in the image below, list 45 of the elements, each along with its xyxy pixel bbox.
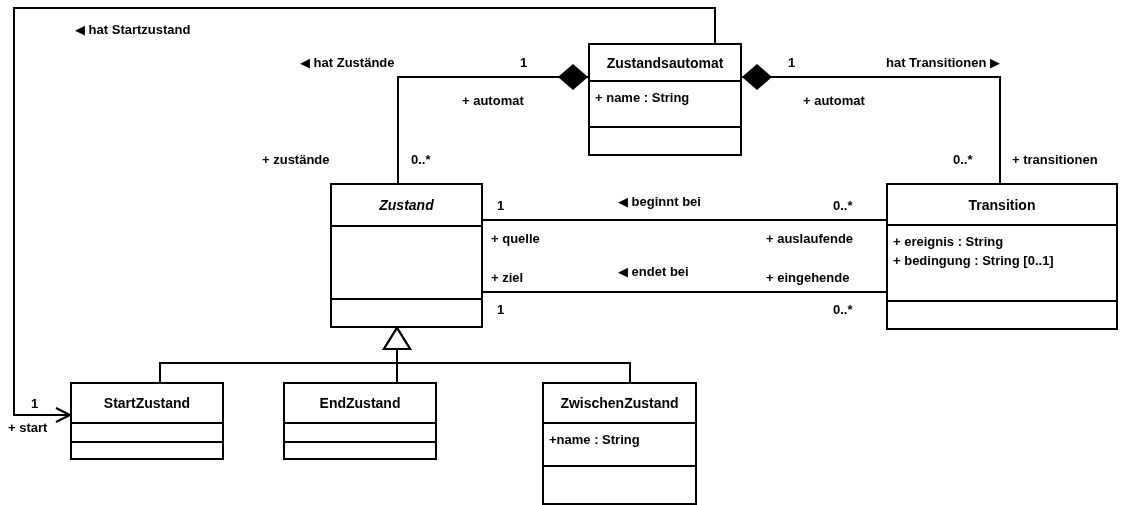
class-name: Zustand [379,197,434,213]
arrow [383,327,631,383]
composition-line [741,64,1001,184]
attribute-text: + bedingung : String [0..1] [892,252,1054,270]
attribute-text: + ereignis : String [892,233,1004,251]
class-name: EndZustand [319,395,401,411]
multiplicity-label: 1 [497,302,505,318]
composition-line [397,64,589,184]
class-box [588,43,742,156]
role-label: + automat [803,93,865,109]
association-label: ◀ beginnt bei [616,194,703,210]
multiplicity-label: 0..* [411,152,431,168]
class-box [886,183,1118,330]
association-label: ◀ endet bei [616,264,691,280]
class-box [542,382,697,505]
association-line [482,219,887,221]
role-label: + transitionen [1012,152,1098,168]
role-label: + ziel [491,270,524,286]
association-label: ◀ hat Zustände [298,55,397,71]
association-label: ◀ hat Startzustand [73,22,193,38]
role-label: + quelle [491,231,540,247]
class-box [70,382,224,460]
class-box [330,183,483,328]
role-label: + eingehende [766,270,850,286]
class-name: StartZustand [103,395,191,411]
class-name: Transition [968,196,1036,213]
class-name: Zustandsautomat [606,54,724,71]
class-box [283,382,437,460]
multiplicity-label: 1 [497,198,505,214]
role-label: + automat [462,93,524,109]
multiplicity-label: 0..* [833,302,853,318]
class-name: ZwischenZustand [560,395,679,411]
multiplicity-label: 1 [31,396,39,412]
attribute-text: +name : String [548,431,640,449]
multiplicity-label: 0..* [833,198,853,214]
arrow [13,7,716,423]
multiplicity-label: 1 [520,55,528,71]
association-label: hat Transitionen ▶ [884,55,1002,71]
multiplicity-label: 0..* [953,152,973,168]
attribute-text: + name : String [594,89,690,107]
role-label: + zustände [262,152,330,168]
role-label: + auslaufende [766,231,854,247]
multiplicity-label: 1 [788,55,796,71]
association-line [482,291,887,293]
role-label: + start [8,420,48,436]
